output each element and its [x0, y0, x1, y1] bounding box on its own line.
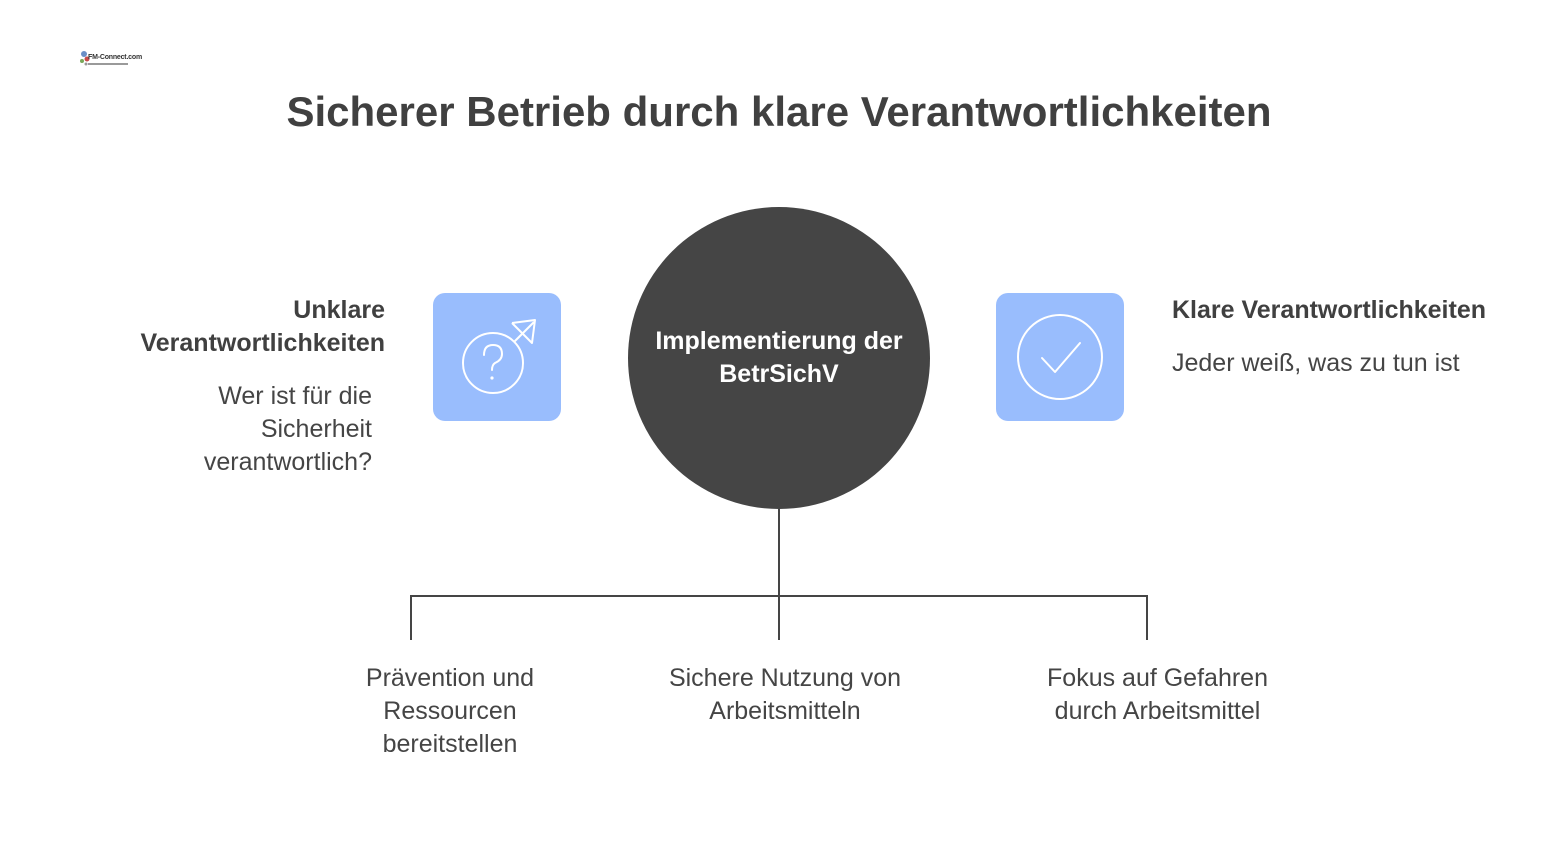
logo: FM-Connect.com — [78, 44, 142, 74]
logo-text: FM-Connect.com — [88, 54, 142, 61]
check-circle-icon — [1017, 314, 1103, 400]
center-circle: Implementierung der BetrSichV — [628, 207, 930, 509]
logo-splash-icon — [80, 51, 90, 66]
left-heading: Unklare Verantwortlichkeiten — [140, 296, 385, 357]
left-description: Wer ist für die Sicherheit verantwortlic… — [203, 382, 372, 476]
branch-hazard-focus: Fokus auf Gefahren durch Arbeitsmittel — [1047, 664, 1268, 725]
right-icon-box — [996, 293, 1124, 421]
branch-prevention: Prävention und Ressourcen bereitstellen — [365, 664, 535, 758]
right-description: Jeder weiß, was zu tun ist — [1172, 349, 1460, 377]
center-label: Implementierung der BetrSichV — [655, 327, 903, 388]
question-direction-icon — [462, 319, 536, 394]
right-heading: Klare Verantwortlichkeiten — [1172, 296, 1487, 324]
branch-safe-usage: Sichere Nutzung von Arbeitsmitteln — [668, 664, 902, 725]
logo-tagline-line — [88, 63, 128, 65]
page-title: Sicherer Betrieb durch klare Verantwortl… — [286, 88, 1272, 135]
left-icon-box — [433, 293, 561, 421]
